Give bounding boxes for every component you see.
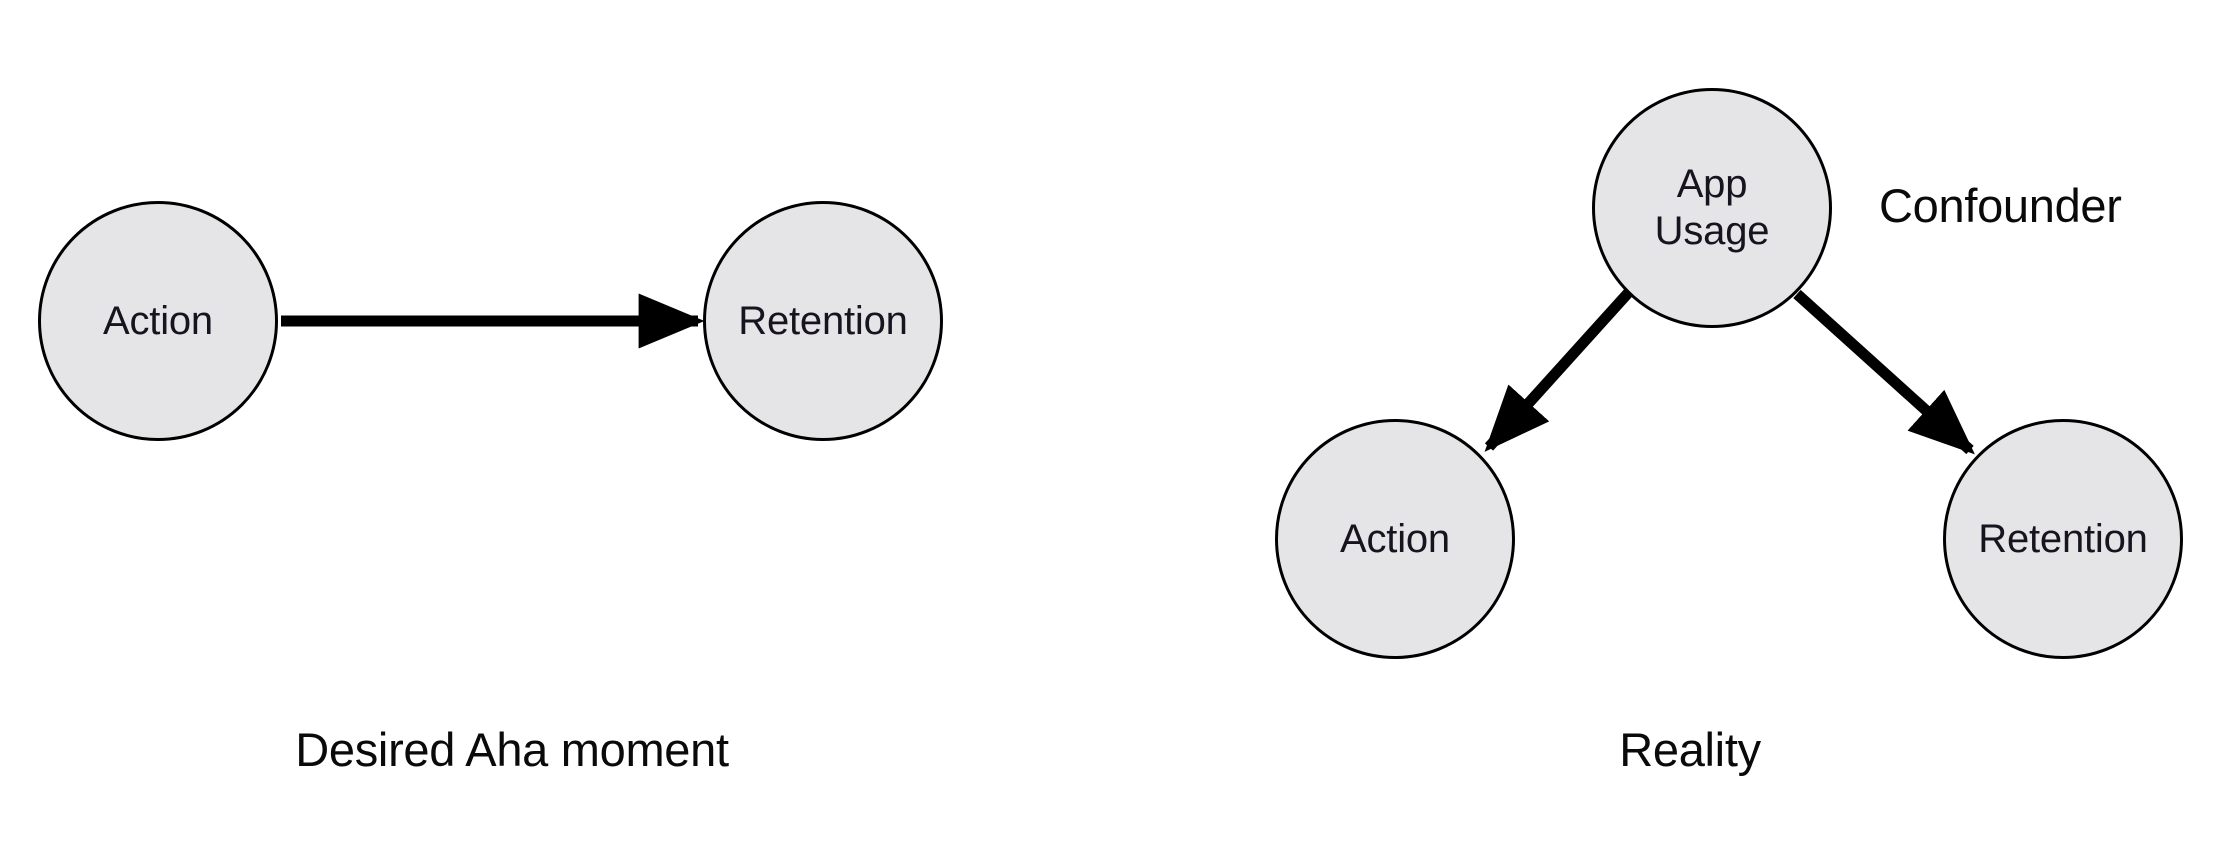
node-reality-action[interactable]: Action bbox=[1275, 419, 1515, 659]
node-reality-app-usage-label: App Usage bbox=[1654, 162, 1770, 253]
caption-reality: Reality bbox=[1619, 723, 1761, 776]
node-reality-app-usage[interactable]: App Usage bbox=[1592, 88, 1832, 328]
node-reality-retention-label: Retention bbox=[1978, 516, 2148, 561]
confounder-label: Confounder bbox=[1879, 179, 2122, 232]
caption-desired-aha-moment: Desired Aha moment bbox=[295, 723, 729, 776]
node-desired-action[interactable]: Action bbox=[38, 201, 278, 441]
edge-reality-appusage-to-action bbox=[1484, 288, 1634, 452]
node-reality-retention[interactable]: Retention bbox=[1943, 419, 2183, 659]
node-reality-action-label: Action bbox=[1340, 516, 1450, 561]
node-desired-retention-label: Retention bbox=[738, 298, 908, 343]
node-desired-retention[interactable]: Retention bbox=[703, 201, 943, 441]
node-desired-action-label: Action bbox=[103, 298, 213, 343]
edge-reality-appusage-to-retention bbox=[1793, 289, 1975, 455]
